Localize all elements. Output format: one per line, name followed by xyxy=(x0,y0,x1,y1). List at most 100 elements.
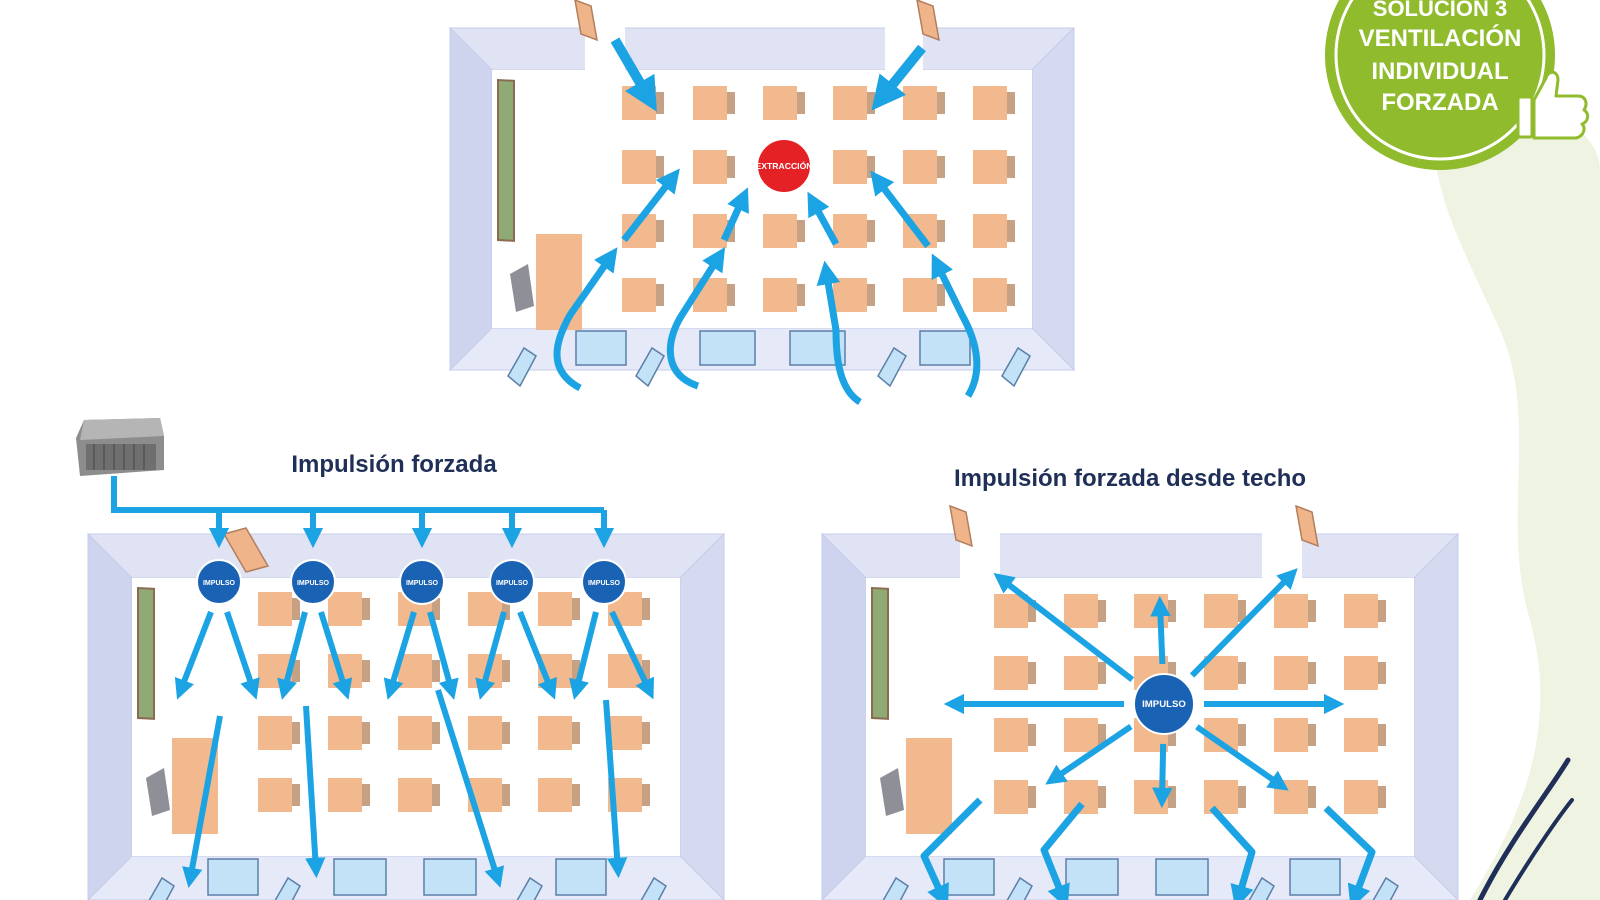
student-desk xyxy=(328,592,370,626)
window xyxy=(943,858,995,896)
door xyxy=(916,0,940,42)
title-impulsion-techo: Impulsión forzada desde techo xyxy=(954,465,1306,492)
badge-line-4: FORZADA xyxy=(1381,89,1498,116)
window xyxy=(423,858,477,896)
airflow-arrow xyxy=(569,611,599,700)
student-desk xyxy=(608,716,650,750)
student-desk xyxy=(833,86,875,120)
window xyxy=(1065,858,1119,896)
unit-label: IMPULSO xyxy=(588,580,621,587)
wall-bottom xyxy=(448,327,1076,371)
student-desk xyxy=(994,656,1036,690)
student-desk xyxy=(1064,656,1106,690)
student-desk xyxy=(258,716,300,750)
student-desk xyxy=(833,150,875,184)
student-desk xyxy=(973,214,1015,248)
student-desk xyxy=(538,592,580,626)
decorative-stroke xyxy=(1477,757,1571,900)
thumbs-up-icon xyxy=(1516,70,1590,140)
unit-label: IMPULSO xyxy=(406,580,439,587)
student-desk xyxy=(973,278,1015,312)
airflow-arrow xyxy=(427,611,459,700)
impulse-unit: IMPULSO xyxy=(581,559,627,605)
open-window xyxy=(877,346,907,388)
open-window xyxy=(640,876,667,900)
badge-line-1: SOLUCIÓN 3 xyxy=(1373,0,1507,21)
airflow-arrow xyxy=(609,610,654,700)
open-window xyxy=(1001,346,1031,388)
airflow-arrow xyxy=(931,253,981,398)
wall-right xyxy=(1031,26,1075,372)
airflow-arrow xyxy=(182,715,223,889)
classroom xyxy=(448,0,1076,388)
open-window xyxy=(1006,876,1033,900)
extraction-unit: EXTRACCIÓN xyxy=(755,138,813,194)
airflow-arrow xyxy=(816,260,863,405)
airflow-arrow xyxy=(174,610,214,700)
airflow-arrow xyxy=(1195,724,1289,791)
student-desk xyxy=(622,278,664,312)
wall-left xyxy=(87,532,133,900)
airflow-arrow xyxy=(435,689,505,888)
open-window xyxy=(1248,876,1275,900)
desk-grid xyxy=(258,592,650,812)
door xyxy=(222,527,270,573)
student-desk xyxy=(763,214,805,248)
classroom xyxy=(86,532,726,900)
airflow-arrow xyxy=(303,705,326,879)
student-desk xyxy=(1274,718,1316,752)
student-desk xyxy=(1274,594,1316,628)
airflow-arrow xyxy=(475,611,507,700)
window xyxy=(575,330,627,366)
student-desk xyxy=(1344,594,1386,628)
airflow-arrow xyxy=(517,610,557,700)
open-window xyxy=(1372,876,1399,900)
student-desk xyxy=(258,592,300,626)
unit-label: IMPULSO xyxy=(203,580,236,587)
airflow-arrow xyxy=(553,247,618,392)
airflow-arrow xyxy=(1040,801,1085,900)
window xyxy=(699,330,756,366)
door xyxy=(1295,504,1319,548)
student-desk xyxy=(693,86,735,120)
student-desk xyxy=(994,594,1036,628)
unit-label: IMPULSO xyxy=(496,580,529,587)
student-desk xyxy=(538,716,580,750)
student-desk xyxy=(258,778,300,812)
open-window xyxy=(516,876,543,900)
student-desk xyxy=(1064,718,1106,752)
ac-unit-icon xyxy=(76,418,164,476)
blackboard xyxy=(871,586,889,720)
wall-top xyxy=(820,533,1460,579)
student-desk xyxy=(903,278,945,312)
airflow-arrow xyxy=(1150,595,1171,665)
student-desk xyxy=(763,86,805,120)
student-desk xyxy=(398,778,440,812)
open-window xyxy=(148,876,175,900)
window xyxy=(1155,858,1209,896)
blackboard xyxy=(137,586,155,720)
airflow-arrow xyxy=(318,611,353,700)
student-desk xyxy=(1064,594,1106,628)
student-desk xyxy=(328,778,370,812)
airflow-arrow xyxy=(920,797,983,900)
airflow-arrow xyxy=(224,611,260,700)
unit-label: EXTRACCIÓN xyxy=(755,160,812,171)
window xyxy=(555,858,607,896)
student-desk xyxy=(903,150,945,184)
student-desk xyxy=(1344,656,1386,690)
student-desk xyxy=(973,86,1015,120)
blackboard xyxy=(497,78,515,242)
teacher-desk xyxy=(536,234,582,330)
airflow-arrow xyxy=(1189,568,1298,678)
wall-bottom xyxy=(87,855,725,900)
door-gap xyxy=(1262,533,1302,579)
wall-right xyxy=(1413,532,1459,900)
student-desk xyxy=(903,86,945,120)
background-blob xyxy=(1433,70,1600,900)
teacher-chair xyxy=(510,264,534,312)
decorative-stroke xyxy=(1503,798,1574,900)
wall-top xyxy=(448,27,1076,71)
impulse-unit: IMPULSO xyxy=(290,559,336,605)
